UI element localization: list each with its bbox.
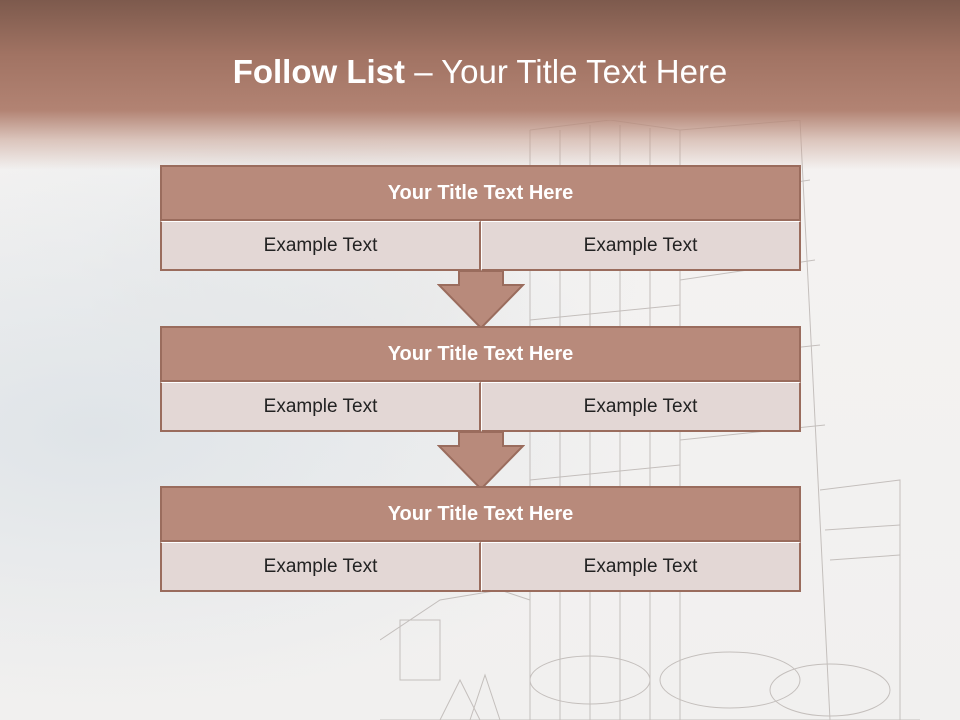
slide-title-rest: – Your Title Text Here bbox=[405, 53, 728, 90]
step-row: Example Text Example Text bbox=[160, 221, 801, 271]
step-row: Example Text Example Text bbox=[160, 542, 801, 592]
step-cell-right[interactable]: Example Text bbox=[481, 221, 801, 271]
arrow-down-icon bbox=[437, 271, 525, 329]
step-block: Your Title Text Here Example Text Exampl… bbox=[160, 326, 801, 432]
step-cell-left[interactable]: Example Text bbox=[160, 542, 481, 592]
step-cell-right[interactable]: Example Text bbox=[481, 542, 801, 592]
step-title[interactable]: Your Title Text Here bbox=[160, 165, 801, 221]
slide-title-bold: Follow List bbox=[232, 53, 406, 90]
slide-title: Follow List – Your Title Text Here bbox=[0, 53, 960, 91]
step-title[interactable]: Your Title Text Here bbox=[160, 326, 801, 382]
step-cell-left[interactable]: Example Text bbox=[160, 221, 481, 271]
step-cell-left[interactable]: Example Text bbox=[160, 382, 481, 432]
step-block: Your Title Text Here Example Text Exampl… bbox=[160, 165, 801, 271]
step-block: Your Title Text Here Example Text Exampl… bbox=[160, 486, 801, 592]
title-bar: Follow List – Your Title Text Here bbox=[0, 0, 960, 170]
step-row: Example Text Example Text bbox=[160, 382, 801, 432]
step-title[interactable]: Your Title Text Here bbox=[160, 486, 801, 542]
arrow-down-icon bbox=[437, 432, 525, 490]
step-cell-right[interactable]: Example Text bbox=[481, 382, 801, 432]
